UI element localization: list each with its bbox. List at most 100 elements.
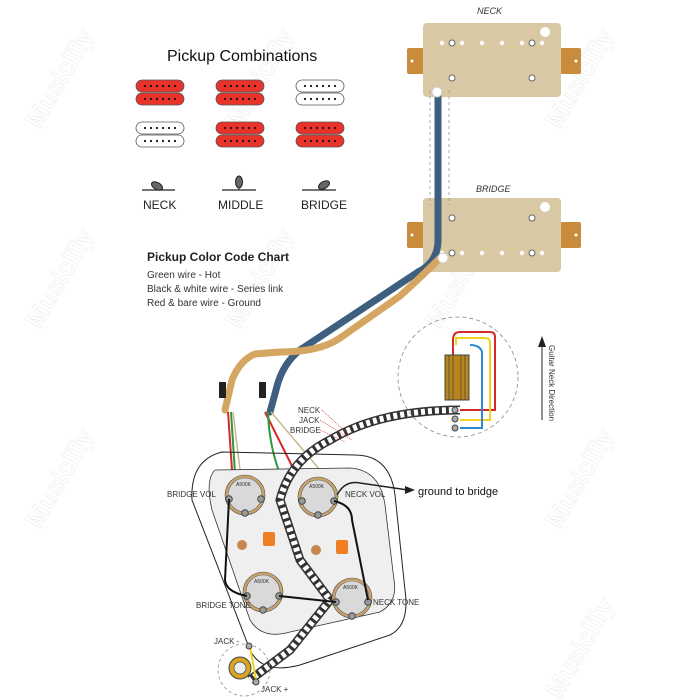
pole-piece (499, 40, 505, 46)
bridge-pickup: BRIDGE (407, 184, 581, 272)
mounting-ear (558, 222, 581, 248)
bridge-pickup-label: BRIDGE (476, 184, 512, 194)
humbucker-state-middle (215, 79, 265, 106)
watermark: Musiclily (539, 422, 620, 533)
mounting-screw (528, 214, 536, 222)
toggle-center-icon (235, 175, 243, 189)
pole-piece (439, 40, 445, 46)
pickup-combinations-title: Pickup Combinations (167, 48, 317, 65)
jack-minus-label: JACK - (214, 637, 240, 646)
selector-label-bridge: BRIDGE (301, 198, 347, 212)
toggle-switch-body (444, 354, 470, 401)
control-cavity-outline (191, 451, 407, 669)
pole-piece (528, 249, 536, 257)
coil (135, 92, 185, 106)
color-code-item: Black & white wire - Series link (147, 284, 284, 295)
pickup-cover (423, 198, 561, 272)
switch-wire-label-neck: NECK (298, 406, 321, 415)
pot-value-label: A500K (309, 484, 325, 490)
coil (215, 134, 265, 148)
ceramic-capacitor (311, 545, 321, 555)
pot-value-label: A500K (343, 585, 359, 591)
humbucker-state-bridge (295, 121, 345, 148)
pole-piece (448, 249, 456, 257)
pot-lug (241, 509, 249, 517)
pole-piece (479, 250, 485, 256)
watermark: Musiclily (19, 222, 100, 333)
mounting-screw (448, 214, 456, 222)
color-code-title: Pickup Color Code Chart (147, 250, 289, 264)
pole-piece (499, 250, 505, 256)
pole-piece (448, 39, 456, 47)
bridge-pickup-cable (221, 254, 444, 414)
pole-piece (519, 250, 525, 256)
neck-tone-pot: A500K (331, 577, 373, 620)
neck-direction-label: Guitar Neck Direction (547, 345, 556, 421)
coil (135, 79, 185, 93)
output-jack (217, 642, 271, 697)
watermark: Musiclily (539, 592, 620, 700)
toggle-left-icon (151, 181, 163, 191)
watermark: Musiclily (219, 22, 300, 133)
neck-pickup-cable (266, 88, 442, 416)
coil (295, 121, 345, 135)
coil (215, 121, 265, 135)
pole-piece (528, 39, 536, 47)
color-code-item: Green wire - Hot (147, 270, 221, 281)
pot-value-label: A500K (254, 579, 270, 585)
arrow-icon (405, 486, 415, 494)
neck-tone-label: NECK TONE (373, 598, 419, 607)
bridge-vol-label: BRIDGE VOL (167, 490, 216, 499)
connector (259, 382, 266, 398)
pot-lug (298, 497, 306, 505)
toggle-right-icon (318, 180, 330, 190)
mounting-screw (448, 74, 456, 82)
pole-piece (539, 250, 545, 256)
pot-value-label: A500K (236, 482, 252, 488)
pickup-cover (423, 23, 561, 97)
pole-piece (479, 40, 485, 46)
bridge-tone-pot: A500K (242, 571, 284, 614)
humbucker-state-bridge (295, 79, 345, 106)
height-screw-hole (540, 27, 550, 37)
coil (295, 92, 345, 106)
neck-pickup-label: NECK (477, 6, 503, 16)
jack-plus-label: JACK + (261, 685, 289, 694)
bridge-volume-pot: A500K (224, 474, 266, 517)
neck-volume-pot: A500K (297, 476, 339, 519)
coil (295, 134, 345, 148)
switch-wire-label-jack: JACK (299, 416, 320, 425)
selector-label-neck: NECK (143, 198, 176, 212)
height-screw-hole (540, 202, 550, 212)
coil (215, 79, 265, 93)
tone-capacitor (263, 532, 275, 546)
pole-piece (459, 40, 465, 46)
pole-piece (519, 40, 525, 46)
color-code-item: Red & bare wire - Ground (147, 298, 261, 309)
bridge-tone-label: BRIDGE TONE (196, 601, 251, 610)
connector (219, 382, 226, 398)
mounting-screw (528, 74, 536, 82)
watermark: Musiclily (19, 22, 100, 133)
humbucker-state-neck (135, 121, 185, 148)
pot-lug (259, 606, 267, 614)
neck-pickup: NECK (407, 6, 581, 97)
arrow-up-icon (538, 336, 546, 347)
pot-lug (348, 612, 356, 620)
coil (135, 121, 185, 135)
pot-lug (314, 511, 322, 519)
coil (215, 92, 265, 106)
coil (135, 134, 185, 148)
mounting-ear (558, 48, 581, 74)
tone-capacitor (336, 540, 348, 554)
selector-switch-callout (397, 316, 519, 438)
humbucker-state-neck (135, 79, 185, 106)
pickup-combinations-grid (135, 79, 345, 148)
coil (295, 79, 345, 93)
pole-piece (459, 250, 465, 256)
selector-bridge: BRIDGE (301, 180, 347, 212)
ground-to-bridge-note: ground to bridge (418, 486, 498, 498)
watermark: Musiclily (19, 422, 100, 533)
ceramic-capacitor (237, 540, 247, 550)
